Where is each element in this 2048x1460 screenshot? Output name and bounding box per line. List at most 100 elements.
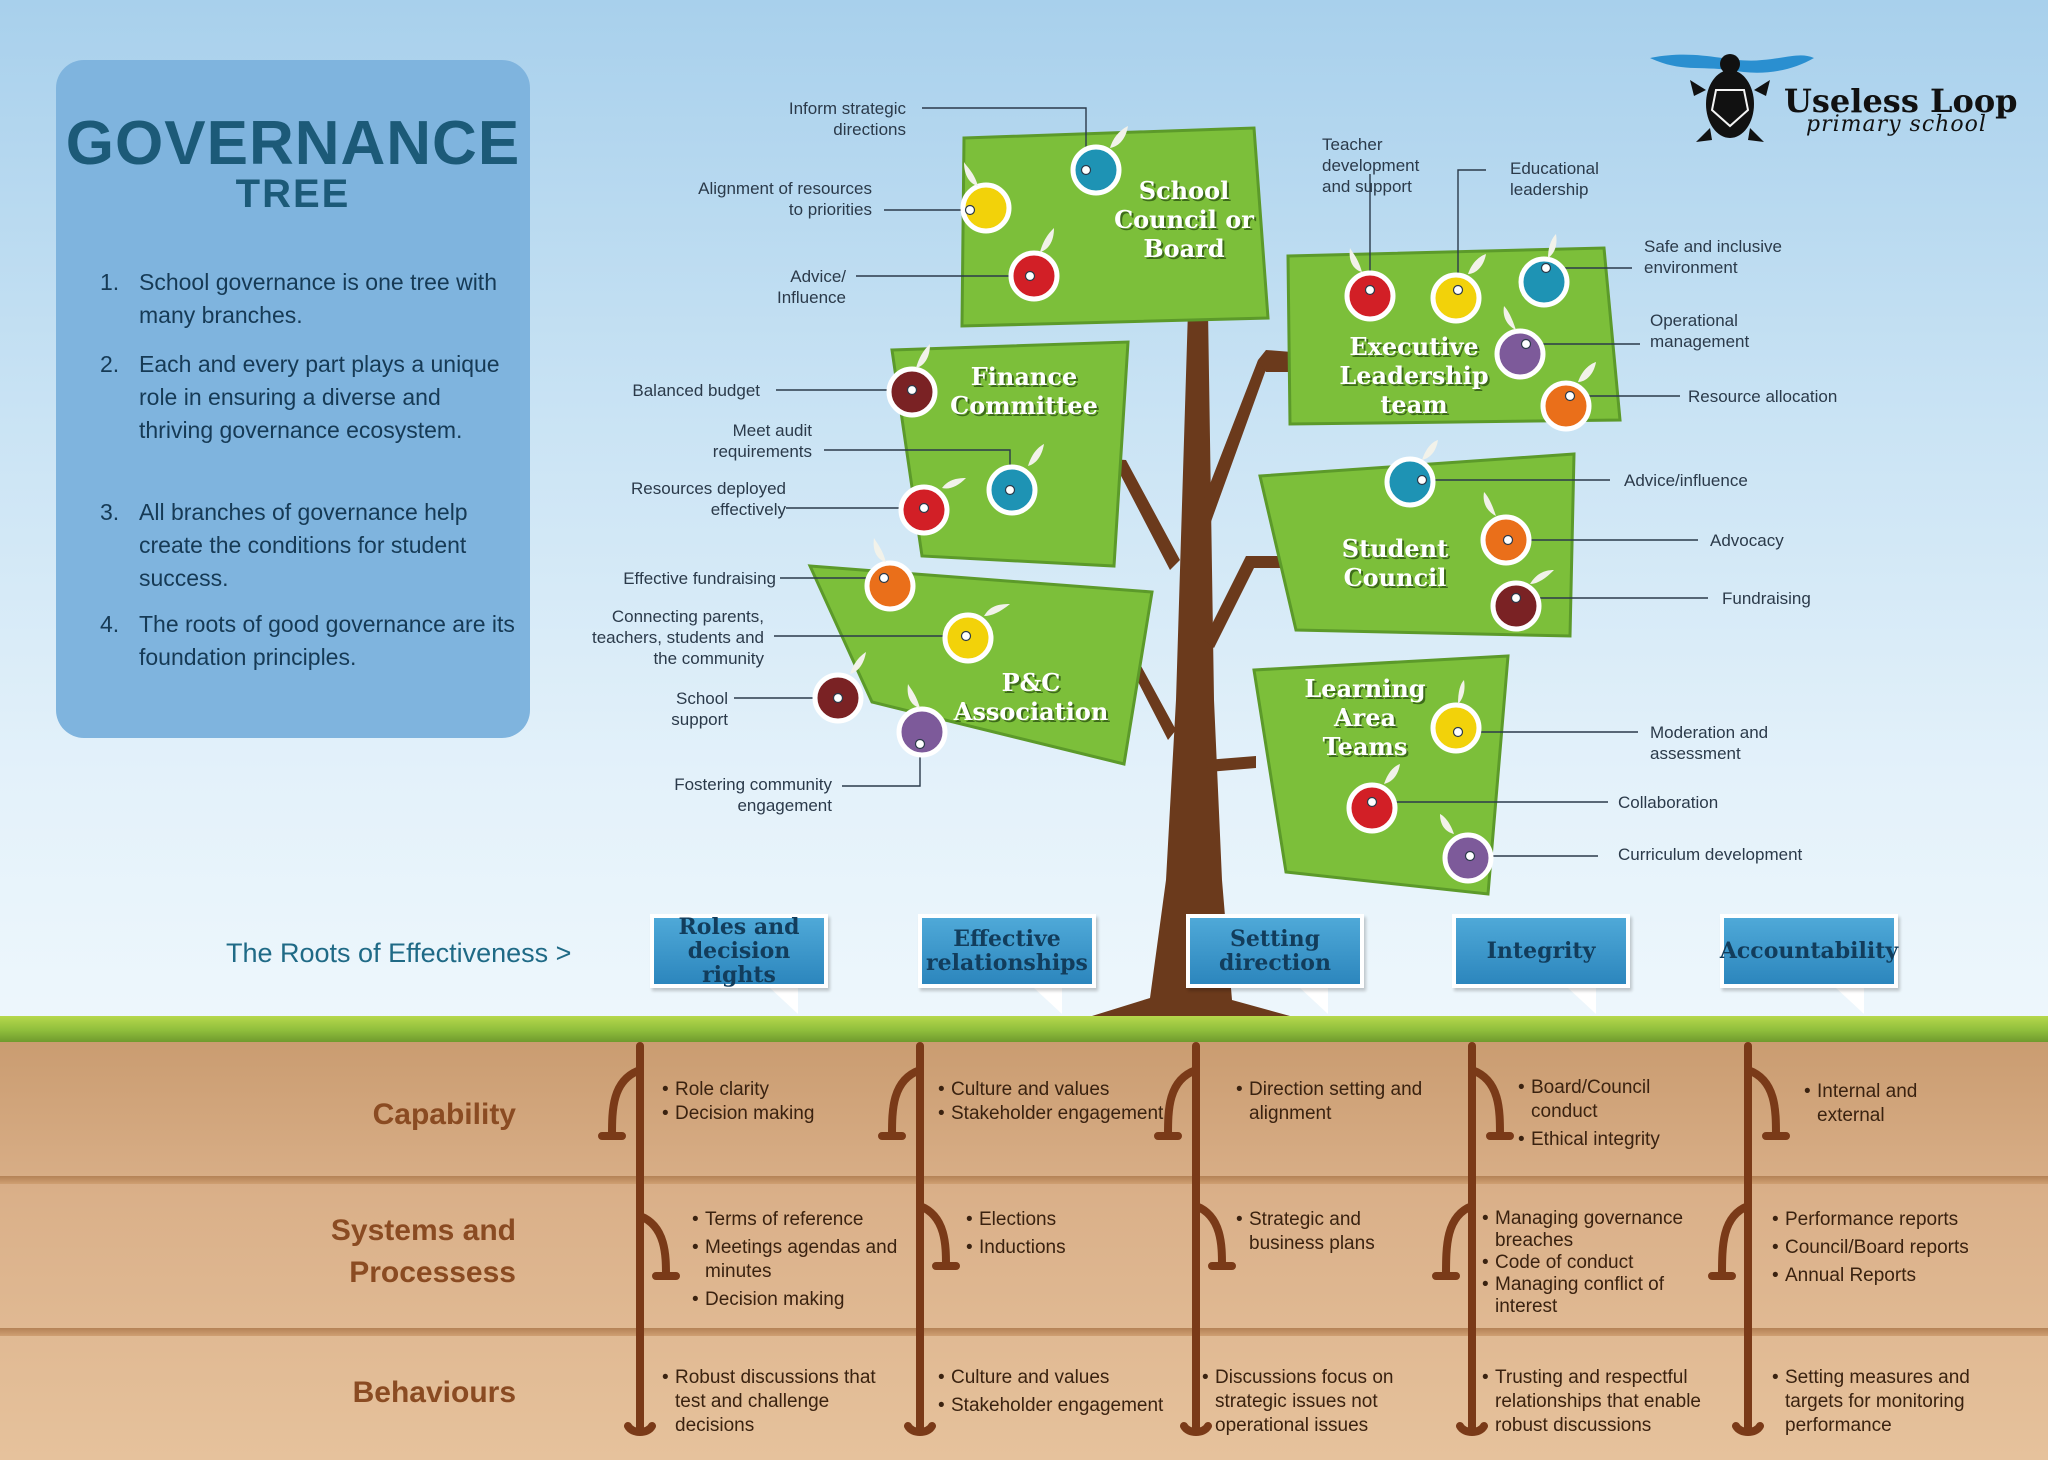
- matrix-cell: Culture and values Stakeholder engagemen…: [938, 1078, 1168, 1126]
- leaf-label: Meet audit requirements: [712, 421, 812, 461]
- fruit-dots: [832, 164, 1576, 862]
- fruit-leaves: [850, 126, 1596, 834]
- fruit-purple: [896, 706, 948, 758]
- root-principle-relationships: Effective relationships: [918, 914, 1096, 988]
- intro-panel: [56, 60, 530, 738]
- fruit-yellow: [1430, 272, 1482, 324]
- cell-item: Meetings agendas and minutes: [692, 1236, 902, 1284]
- leaf-label: Operational management: [1650, 311, 1750, 351]
- matrix-cell: Terms of reference Meetings agendas and …: [692, 1208, 902, 1312]
- leaf-label: Advice/influence: [1624, 471, 1748, 490]
- cell-item: Inductions: [966, 1236, 1166, 1260]
- leaf-label: Alignment of resources to priorities: [698, 179, 872, 219]
- cell-item: Discussions focus on strategic issues no…: [1202, 1366, 1418, 1438]
- leaf-label: Collaboration: [1618, 793, 1719, 812]
- tree-branch: [1258, 350, 1292, 372]
- root-principle-accountability: Accountability: [1720, 914, 1898, 988]
- fruit-teal: [1384, 456, 1436, 508]
- leaf-label: Fostering community engagement: [674, 775, 832, 815]
- cell-item: Decision making: [692, 1288, 902, 1312]
- leaf-label: Resource allocation: [1688, 387, 1838, 406]
- cell-item: Board/Council conduct: [1518, 1076, 1718, 1124]
- point-text: Each and every part plays a unique role …: [139, 351, 500, 443]
- matrix-cell: Culture and values Stakeholder engagemen…: [938, 1366, 1168, 1418]
- fruit-teal: [1518, 256, 1570, 308]
- branch-title-school-council: School Council or Board: [1114, 176, 1254, 263]
- point-number: 4.: [100, 611, 120, 637]
- matrix-cell: Robust discussions that test and challen…: [662, 1366, 882, 1438]
- branch-title-lat: Learning Area Teams: [1304, 674, 1426, 761]
- matrix-cell: Elections Inductions: [966, 1208, 1166, 1260]
- cell-item: Decision making: [662, 1102, 882, 1126]
- leaf-label: Teacher development and support: [1322, 135, 1420, 196]
- matrix-cell: Performance reports Council/Board report…: [1772, 1208, 2012, 1288]
- leaf-label: Safe and inclusive environment: [1644, 237, 1782, 277]
- leaf-label: Connecting parents, teachers, students a…: [592, 607, 765, 668]
- cell-item: Annual Reports: [1772, 1264, 2012, 1288]
- branch-title-finance: Finance Committee: [950, 362, 1098, 420]
- root-principle-direction: Setting direction: [1186, 914, 1364, 988]
- cell-item: Strategic and business plans: [1236, 1208, 1416, 1256]
- tree-trunk: [1092, 310, 1290, 1016]
- speech-tails: [770, 988, 1864, 1014]
- point-text: School governance is one tree with many …: [139, 269, 497, 328]
- fruit-orange: [1540, 380, 1592, 432]
- leaf-label: Curriculum development: [1618, 845, 1803, 864]
- cell-item: Culture and values: [938, 1366, 1168, 1390]
- cell-item: Ethical integrity: [1518, 1128, 1718, 1152]
- fruit-red: [1346, 782, 1398, 834]
- leaf-label: Inform strategic directions: [788, 99, 906, 139]
- leaf-label: Advocacy: [1710, 531, 1784, 550]
- turtle-logo-icon: [1650, 54, 1814, 142]
- leaf-label: Moderation and assessment: [1650, 723, 1769, 763]
- cell-item: Terms of reference: [692, 1208, 902, 1232]
- leaf-label: Fundraising: [1722, 589, 1811, 608]
- leaf-label: Resources deployed effectively: [631, 479, 786, 519]
- matrix-cell: Board/Council conduct Ethical integrity: [1518, 1076, 1718, 1152]
- fruit-red: [1344, 270, 1396, 322]
- leaf-label: School support: [671, 689, 728, 729]
- row-label-behaviours: Behaviours: [352, 1376, 516, 1409]
- point-number: 2.: [100, 351, 120, 377]
- row-label-capability: Capability: [372, 1098, 516, 1131]
- point-number: 3.: [100, 499, 120, 525]
- brand-tagline: primary school: [1806, 112, 1987, 137]
- cell-item: Role clarity: [662, 1078, 882, 1102]
- tree-branch: [1094, 458, 1180, 570]
- matrix-cell: Setting measures and targets for monitor…: [1772, 1366, 2012, 1438]
- cell-item: Direction setting and alignment: [1236, 1078, 1436, 1126]
- panel-student: [1258, 452, 1576, 638]
- cell-item: Stakeholder engagement: [938, 1102, 1168, 1126]
- point-number: 1.: [100, 269, 120, 295]
- cell-item: Managing governance breaches: [1482, 1208, 1708, 1252]
- branch-title-student: Student Council: [1341, 534, 1449, 592]
- cell-item: Stakeholder engagement: [938, 1394, 1168, 1418]
- leaf-label: Educational leadership: [1510, 159, 1599, 199]
- soil-divider: [0, 1176, 2048, 1184]
- cell-item: Robust discussions that test and challen…: [662, 1366, 882, 1438]
- fruit-teal: [1070, 144, 1122, 196]
- cell-item: Culture and values: [938, 1078, 1168, 1102]
- grass-strip: [0, 1016, 2048, 1042]
- matrix-cell: Discussions focus on strategic issues no…: [1202, 1366, 1418, 1438]
- leaf-label: Advice/ Influence: [777, 267, 846, 307]
- leaf-label: Balanced budget: [632, 381, 760, 400]
- cell-item: Managing conflict of interest: [1482, 1274, 1708, 1318]
- panel-subtitle: TREE: [235, 172, 351, 216]
- point-text: The roots of good governance are its fou…: [139, 611, 515, 670]
- branch-title-pc: P&C Association: [953, 668, 1109, 726]
- cell-item: Code of conduct: [1482, 1252, 1708, 1274]
- matrix-cell: Managing governance breaches Code of con…: [1482, 1208, 1708, 1318]
- cell-item: Performance reports: [1772, 1208, 2012, 1232]
- fruit-orange: [864, 560, 916, 612]
- matrix-cell: Direction setting and alignment: [1236, 1078, 1436, 1126]
- cell-item: Council/Board reports: [1772, 1236, 2012, 1260]
- root-principle-integrity: Integrity: [1452, 914, 1630, 988]
- leaf-label: Effective fundraising: [623, 569, 776, 588]
- row-label-systems: Systems and Processess: [330, 1214, 516, 1289]
- brand-name: Useless Loop: [1784, 82, 2018, 120]
- tree-roots: [598, 1042, 1790, 1436]
- tree-branch: [1206, 756, 1256, 772]
- cell-item: Trusting and respectful relationships th…: [1482, 1366, 1722, 1438]
